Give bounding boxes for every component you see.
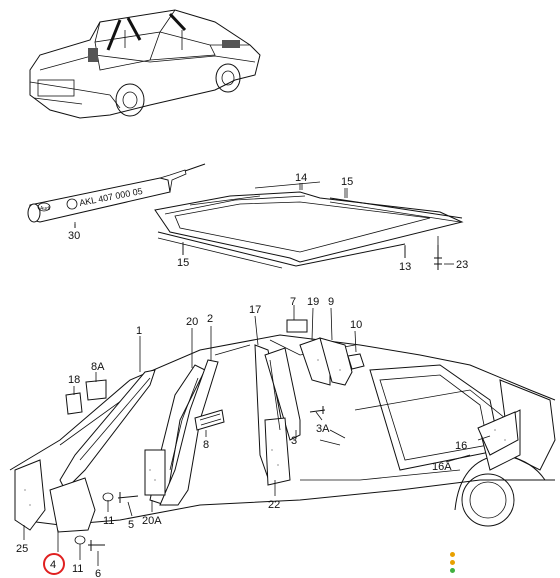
- callout-23: 23: [456, 259, 468, 271]
- callout-10: 10: [350, 319, 362, 331]
- callout-20a: 20A: [142, 515, 162, 527]
- tube-brand-label: Audi: [40, 206, 50, 212]
- callout-22: 22: [268, 499, 280, 511]
- callout-11-upper: 11: [103, 515, 114, 527]
- callout-9: 9: [328, 296, 334, 308]
- callout-15-bottom: 15: [177, 257, 189, 269]
- callout-16: 16: [455, 440, 467, 452]
- callout-14: 14: [295, 172, 307, 184]
- callout-19: 19: [307, 296, 319, 308]
- callout-3: 3: [291, 435, 297, 447]
- callout-17: 17: [249, 304, 261, 316]
- callout-13: 13: [399, 261, 411, 273]
- indicator-dot-3: [450, 568, 455, 573]
- callout-labels: 1 20 2 17 7 19 9 10 8A 18 3 3A 8 22 20A …: [16, 172, 468, 578]
- callout-8a: 8A: [91, 361, 105, 373]
- highlighted-part-callout: 4: [43, 553, 65, 575]
- callout-3a: 3A: [316, 423, 330, 435]
- indicator-dot-1: [450, 552, 455, 557]
- callout-16a: 16A: [432, 461, 452, 473]
- callout-1: 1: [136, 325, 142, 337]
- leader-lines: [23, 183, 491, 566]
- callout-15-top: 15: [341, 176, 353, 188]
- callout-5: 5: [128, 519, 134, 531]
- callout-20: 20: [186, 316, 198, 328]
- callout-6: 6: [95, 568, 101, 578]
- indicator-dot-2: [450, 560, 455, 565]
- car-overview-illustration: [29, 9, 261, 119]
- callout-2: 2: [207, 313, 213, 325]
- roof-frame: [154, 181, 464, 270]
- trim-texture: [24, 359, 506, 506]
- callout-30: 30: [68, 230, 80, 242]
- trim-parts: [14, 319, 519, 551]
- callout-11-lower: 11: [72, 563, 83, 575]
- callout-8: 8: [203, 439, 209, 451]
- callout-4: 4: [50, 559, 56, 571]
- callout-25: 25: [16, 543, 28, 555]
- callout-7: 7: [290, 296, 296, 308]
- callout-18: 18: [68, 374, 80, 386]
